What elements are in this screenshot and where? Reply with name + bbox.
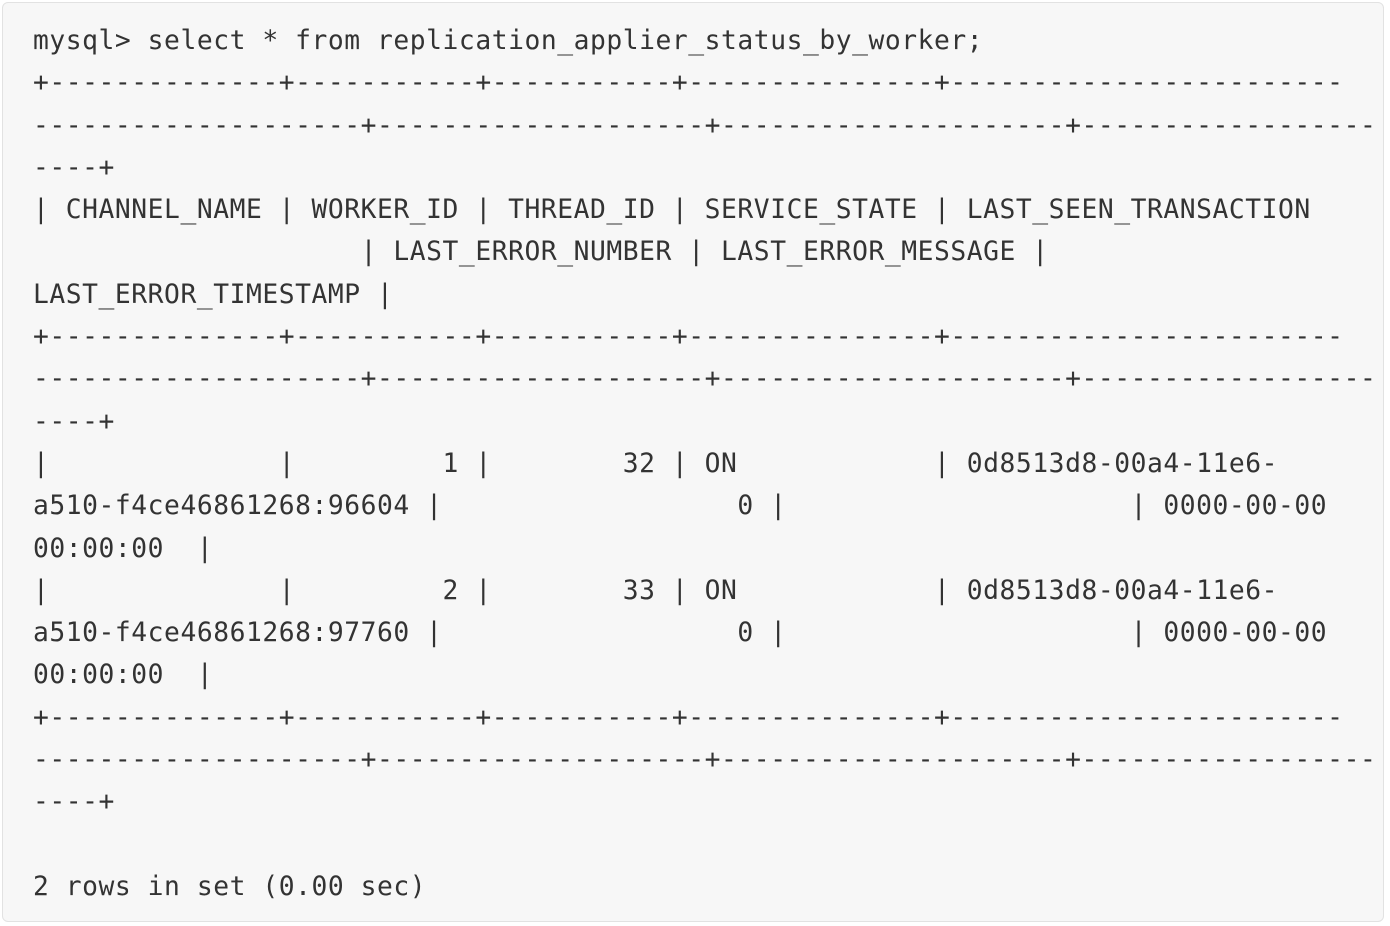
table-border-line: --------------------+-------------------… [33, 745, 1377, 776]
table-border-line: ----+ [33, 152, 115, 183]
table-header-line: LAST_ERROR_TIMESTAMP | [33, 279, 394, 310]
table-border-line: ----+ [33, 406, 115, 437]
table-row-line: a510-f4ce46861268:97760 | 0 | | 0000-00-… [33, 618, 1328, 649]
table-row-line: | | 1 | 32 | ON | 0d8513d8-00a4-11e6- [33, 448, 1279, 479]
table-border-line: +--------------+-----------+-----------+… [33, 322, 1344, 353]
table-border-line: --------------------+-------------------… [33, 364, 1377, 395]
table-border-line: +--------------+-----------+-----------+… [33, 702, 1344, 733]
table-row-line: a510-f4ce46861268:96604 | 0 | | 0000-00-… [33, 491, 1328, 522]
result-summary-line: 2 rows in set (0.00 sec) [33, 871, 427, 902]
table-row-line: 00:00:00 | [33, 533, 214, 564]
sql-command-line: mysql> select * from replication_applier… [33, 26, 984, 56]
table-border-line: --------------------+-------------------… [33, 110, 1377, 141]
table-row-line: | | 2 | 33 | ON | 0d8513d8-00a4-11e6- [33, 575, 1279, 606]
table-border-line: ----+ [33, 787, 115, 818]
table-border-line: +--------------+-----------+-----------+… [33, 68, 1344, 99]
table-header-line: | LAST_ERROR_NUMBER | LAST_ERROR_MESSAGE… [33, 237, 1049, 268]
blank-line [33, 824, 1383, 866]
table-header-line: | CHANNEL_NAME | WORKER_ID | THREAD_ID |… [33, 195, 1311, 226]
table-row-line: 00:00:00 | [33, 660, 214, 691]
